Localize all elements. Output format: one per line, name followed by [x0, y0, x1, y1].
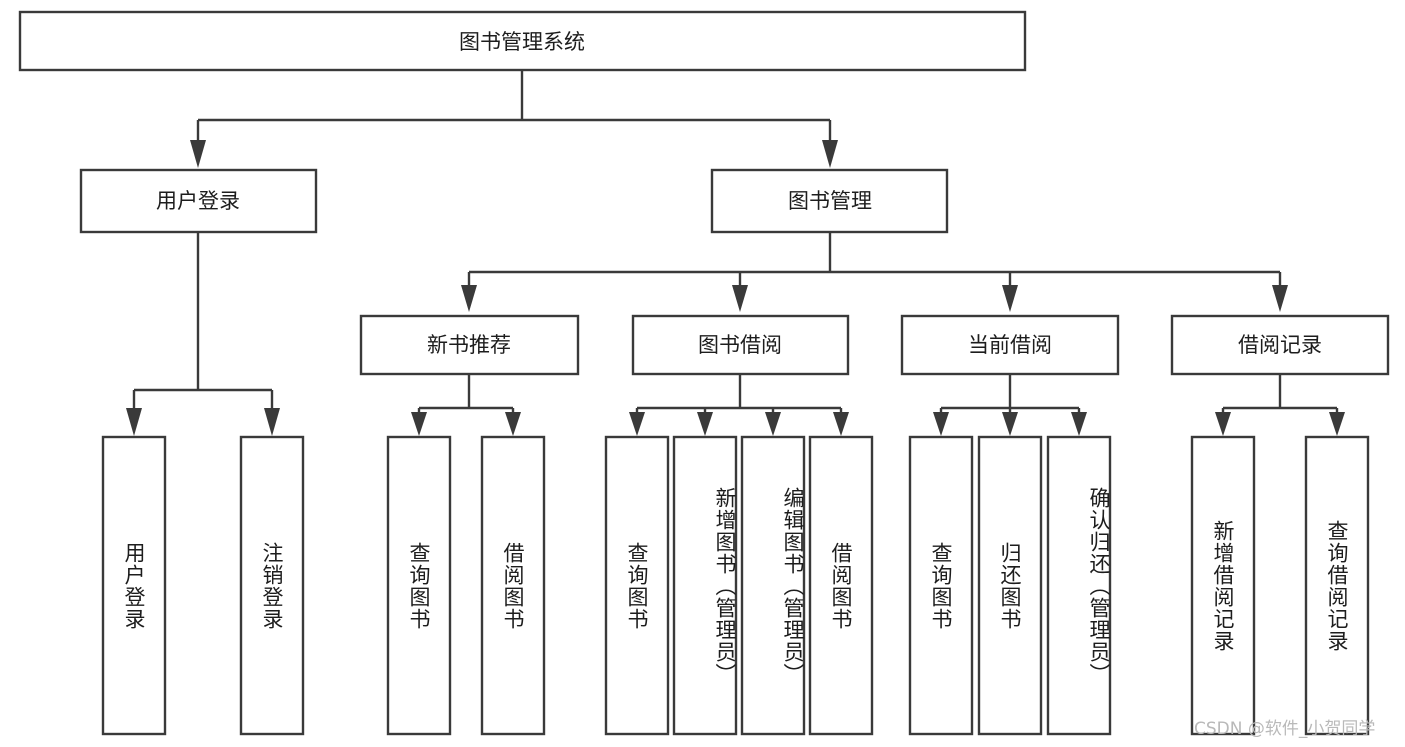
new-book-recommend-box[interactable]	[359, 314, 580, 376]
connector-new-book-recommend-to-leaves	[411, 374, 521, 436]
arrow-head-icon	[1002, 412, 1018, 436]
arrow-head-icon	[732, 285, 748, 312]
arrow-head-icon	[264, 408, 280, 436]
arrow-head-icon	[1329, 412, 1345, 436]
node-root[interactable]: 图书管理系统	[18, 10, 1027, 72]
connector-root-to-level2	[190, 70, 838, 168]
user-login-box[interactable]	[79, 168, 318, 234]
leaf-query-record-box[interactable]	[1304, 435, 1370, 736]
arrow-head-icon	[822, 140, 838, 168]
arrow-head-icon	[411, 412, 427, 436]
leaf-add-record-box[interactable]	[1190, 435, 1256, 736]
leaf-return-book-box[interactable]	[977, 435, 1043, 736]
arrow-head-icon	[765, 412, 781, 436]
arrow-head-icon	[505, 412, 521, 436]
root-box[interactable]	[18, 10, 1027, 72]
book-management-label: 图书管理	[788, 189, 872, 213]
connector-current-borrow-to-leaves	[933, 374, 1087, 436]
book-borrow-label: 图书借阅	[698, 333, 782, 357]
arrow-head-icon	[1272, 285, 1288, 312]
leaf-query-book-1-box[interactable]	[386, 435, 452, 736]
leaf-borrow-book-1-box[interactable]	[480, 435, 546, 736]
arrow-head-icon	[697, 412, 713, 436]
leaf-confirm-return-box[interactable]	[1046, 435, 1112, 736]
arrow-head-icon	[1215, 412, 1231, 436]
leaf-edit-book-box[interactable]	[740, 435, 806, 736]
arrow-head-icon	[833, 412, 849, 436]
node-current-borrow[interactable]: 当前借阅	[900, 314, 1120, 376]
leaf-add-book-box[interactable]	[672, 435, 738, 736]
node-book-borrow[interactable]: 图书借阅	[631, 314, 850, 376]
leaf-query-book-2-box[interactable]	[604, 435, 670, 736]
borrow-record-label: 借阅记录	[1238, 333, 1322, 357]
leaf-user-login-box[interactable]	[101, 435, 167, 736]
user-login-label: 用户登录	[156, 189, 240, 213]
arrow-head-icon	[1071, 412, 1087, 436]
node-user-login[interactable]: 用户登录	[79, 168, 318, 234]
arrow-head-icon	[126, 408, 142, 436]
connector-user-login-to-leaves	[126, 232, 280, 436]
current-borrow-box[interactable]	[900, 314, 1120, 376]
node-new-book-recommend[interactable]: 新书推荐	[359, 314, 580, 376]
csdn-watermark: CSDN @软件_小贺同学	[1194, 719, 1376, 739]
node-borrow-record[interactable]: 借阅记录	[1170, 314, 1390, 376]
arrow-head-icon	[1002, 285, 1018, 312]
arrow-head-icon	[190, 140, 206, 168]
new-book-recommend-label: 新书推荐	[427, 333, 511, 357]
leaf-query-book-3-box[interactable]	[908, 435, 974, 736]
connector-book-borrow-to-leaves	[629, 374, 849, 436]
root-label: 图书管理系统	[459, 30, 585, 54]
leaf-borrow-book-2-box[interactable]	[808, 435, 874, 736]
arrow-head-icon	[933, 412, 949, 436]
leaf-user-logout-box[interactable]	[239, 435, 305, 736]
node-book-management[interactable]: 图书管理	[710, 168, 949, 234]
connector-borrow-record-to-leaves	[1215, 374, 1345, 436]
arrow-head-icon	[461, 285, 477, 312]
connector-book-management-to-level3	[461, 232, 1288, 312]
current-borrow-label: 当前借阅	[968, 333, 1052, 357]
arrow-head-icon	[629, 412, 645, 436]
